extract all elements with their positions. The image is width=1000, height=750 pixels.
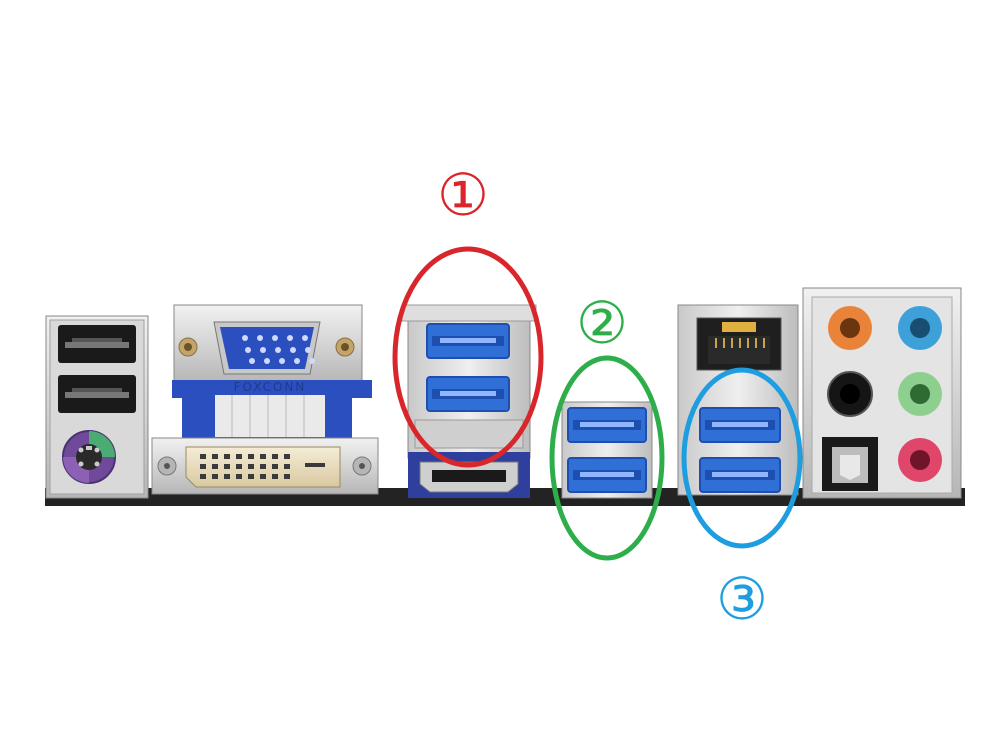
ps2-combo-port[interactable] [62, 430, 116, 484]
usb2-ps2-stack [45, 315, 149, 499]
brand-text: FOXCONN [234, 380, 307, 394]
usb3-port-2a[interactable] [567, 407, 647, 443]
vga-port[interactable] [213, 321, 321, 375]
dvi-port[interactable] [185, 446, 341, 488]
callout-ring-1 [392, 246, 544, 468]
callout-number-1: ① [437, 161, 489, 229]
usb3-pair-2 [561, 401, 653, 499]
usb2-port-top[interactable] [58, 325, 136, 363]
callout-number-2: ② [576, 289, 628, 357]
audio-panel [802, 287, 962, 499]
audio-jack-black[interactable] [827, 371, 873, 417]
callout-ring-3 [681, 367, 803, 549]
usb3-port-1a[interactable] [426, 323, 510, 359]
rj45-lan-port[interactable] [696, 317, 782, 371]
usb3-port-2b[interactable] [567, 457, 647, 493]
audio-jack-green[interactable] [898, 372, 942, 416]
callout-number-3: ③ [716, 565, 768, 633]
audio-jack-blue[interactable] [898, 306, 942, 350]
hdmi-port[interactable] [408, 452, 530, 498]
callout-ring-2 [549, 355, 665, 561]
usb3-port-3b[interactable] [699, 457, 781, 493]
vga-dvi-stack: FOXCONN [151, 304, 379, 495]
audio-jack-orange[interactable] [828, 306, 872, 350]
usb3-port-3a[interactable] [699, 407, 781, 443]
audio-jack-pink[interactable] [898, 438, 942, 482]
usb3-hdmi-stack [401, 304, 537, 498]
usb3-port-1b[interactable] [426, 376, 510, 412]
lan-usb3-stack [677, 304, 799, 496]
optical-spdif-port[interactable] [822, 437, 878, 491]
usb2-port-bottom[interactable] [58, 375, 136, 413]
